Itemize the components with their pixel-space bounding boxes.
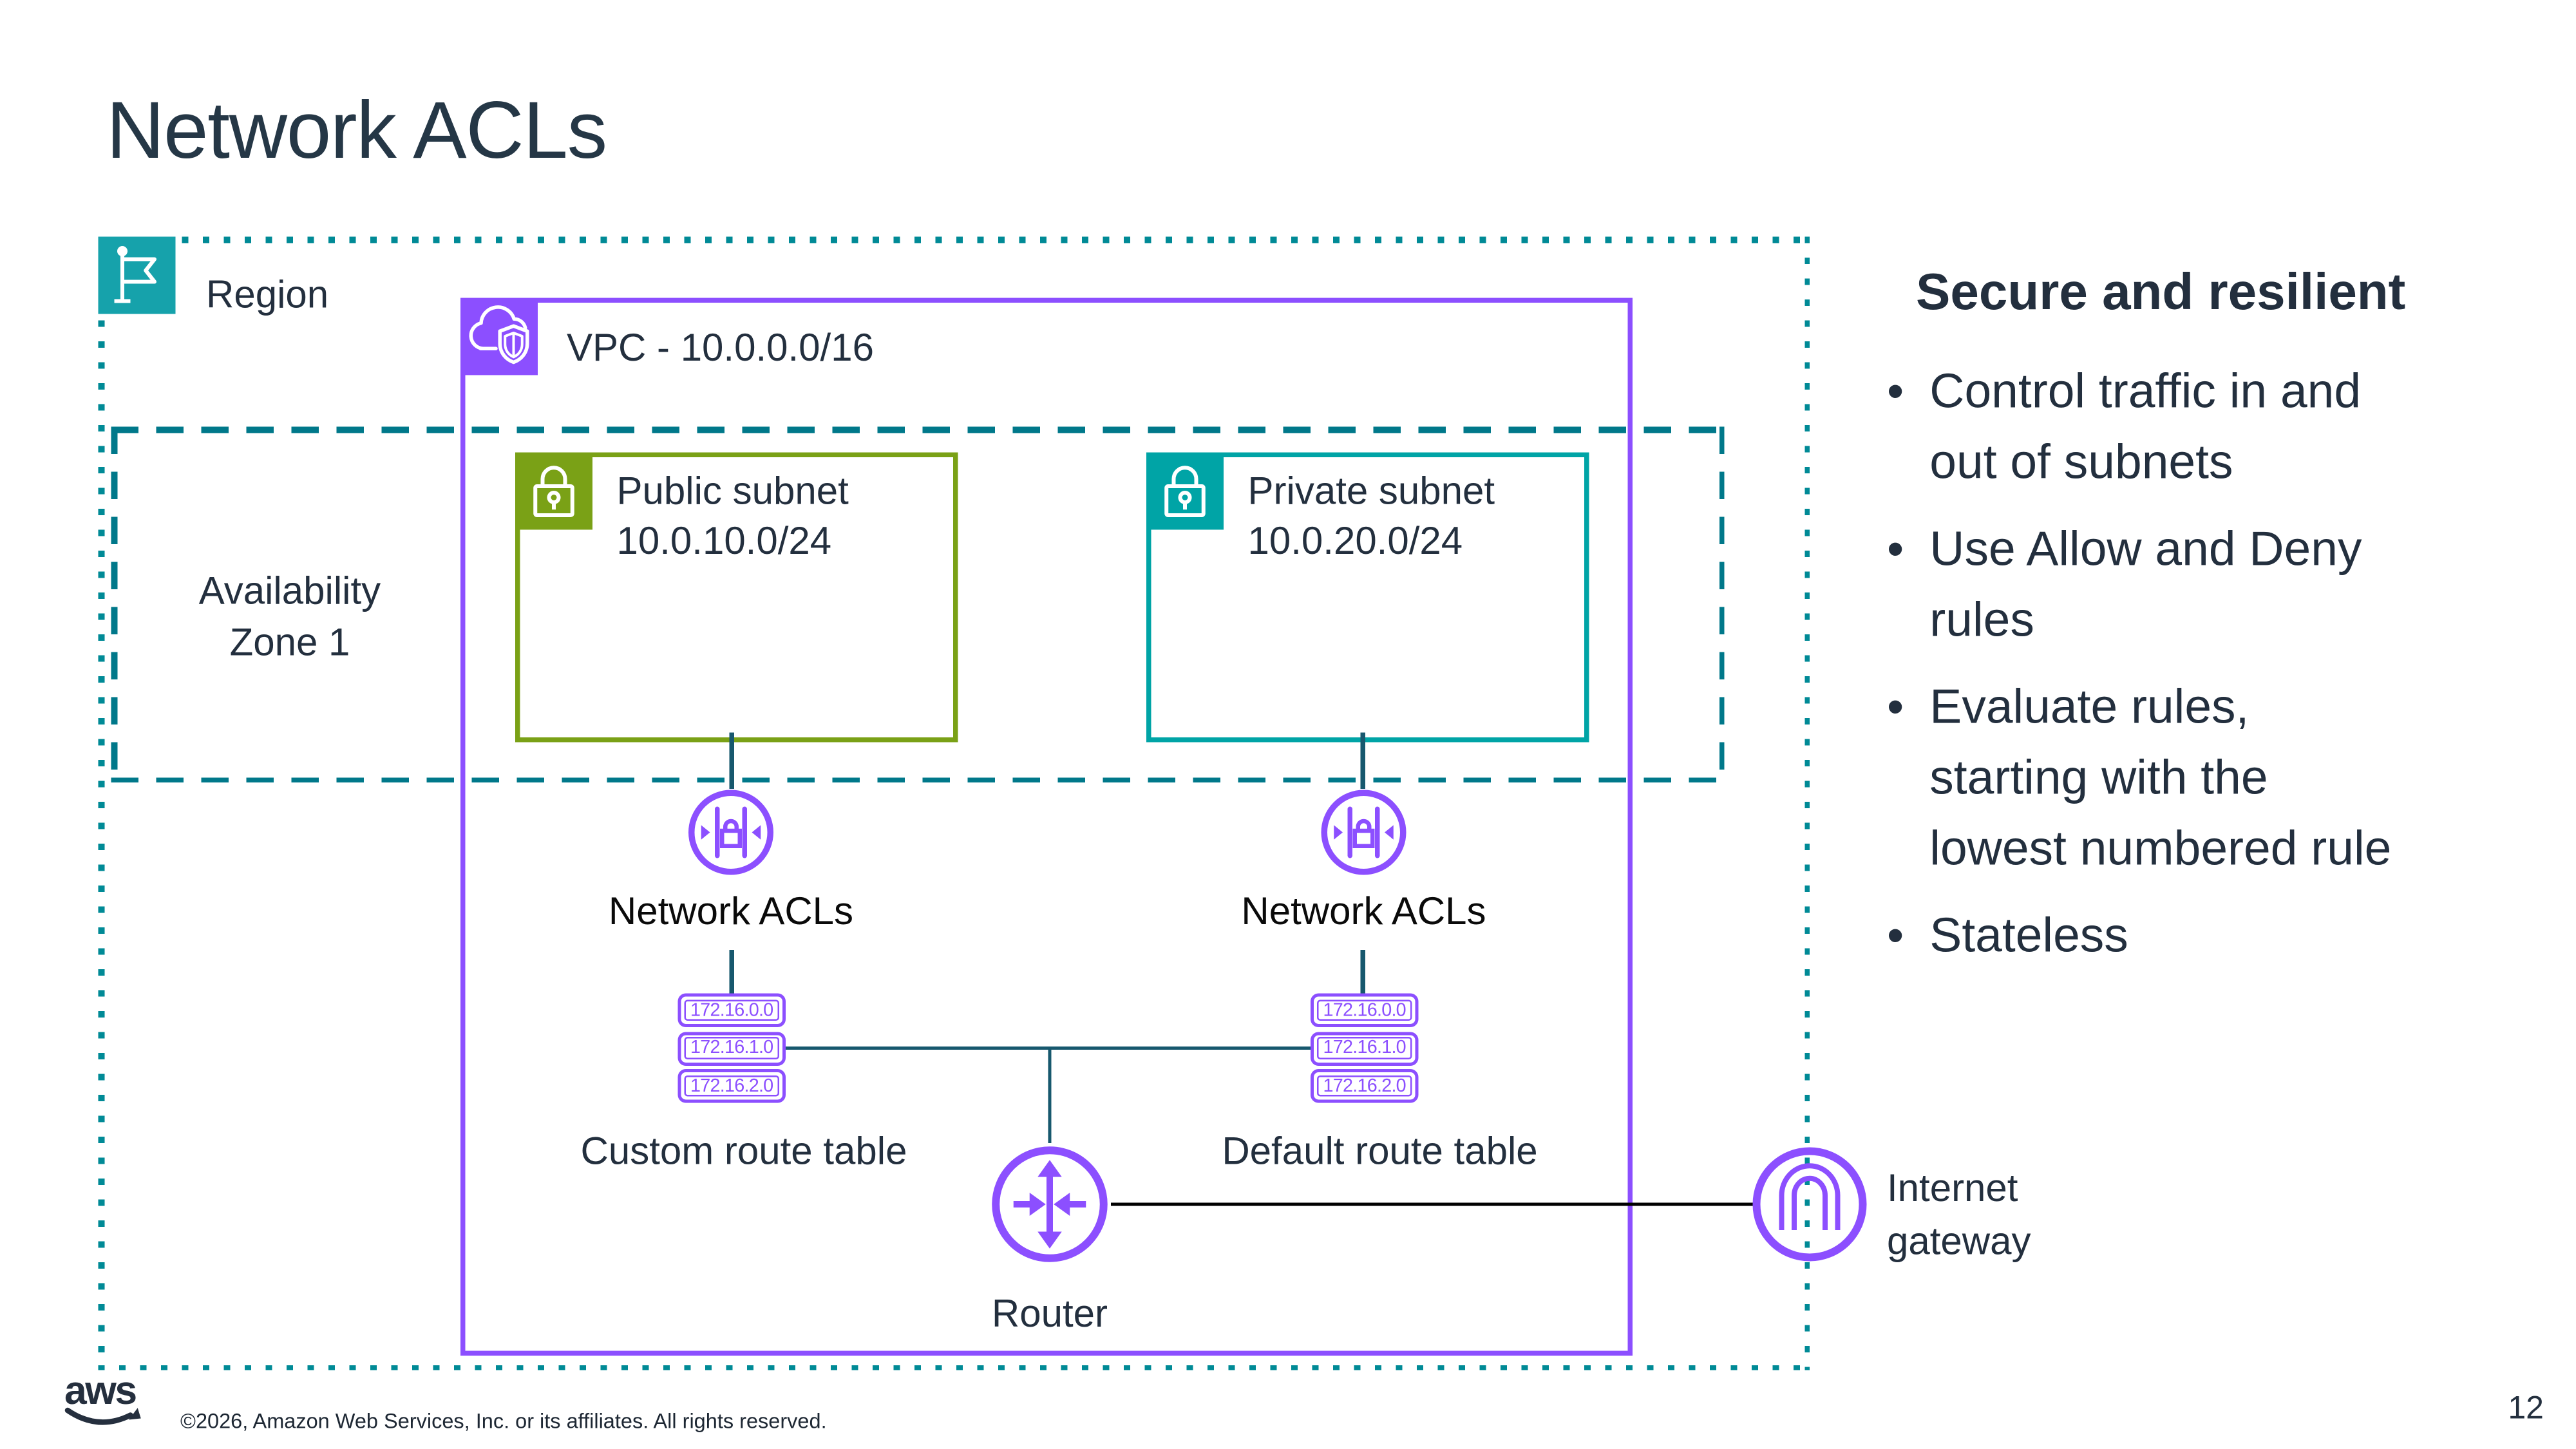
aws-logo: aws — [64, 1368, 148, 1443]
vpc-icon — [460, 298, 538, 375]
nacl-icon-right — [1320, 789, 1407, 884]
az-label: Availability Zone 1 — [198, 570, 381, 665]
connector-nacl-to-routes-left — [730, 950, 734, 994]
bullet-item: •Stateless — [1887, 909, 2128, 963]
region-border-top — [98, 236, 1810, 243]
private-subnet-label: Private subnet 10.0.20.0/24 — [1247, 470, 1495, 564]
route-entry-chip: 172.16.2.0 — [1311, 1069, 1419, 1103]
connector-bus-to-router — [1047, 1046, 1052, 1143]
router-label: Router — [991, 1293, 1108, 1337]
route-entry-chip: 172.16.0.0 — [677, 993, 786, 1027]
vpc-label: VPC - 10.0.0.0/16 — [567, 327, 874, 371]
private-subnet-lock-icon — [1146, 452, 1224, 530]
public-subnet-label: Public subnet 10.0.10.0/24 — [616, 470, 849, 564]
route-entry-chip: 172.16.1.0 — [677, 1031, 786, 1065]
public-subnet-lock-icon — [515, 452, 592, 530]
region-label: Region — [206, 274, 329, 317]
vpc-boundary — [460, 298, 1633, 1356]
az-border-bottom — [111, 777, 1725, 782]
custom-route-table-label: Custom route table — [580, 1130, 907, 1174]
route-entry-chip: 172.16.0.0 — [1311, 993, 1419, 1027]
connector-nacl-to-routes-right — [1361, 950, 1365, 994]
router-icon — [989, 1143, 1111, 1274]
nacl-icon-left — [688, 789, 775, 884]
region-border-right — [1804, 236, 1810, 1370]
connector-router-to-igw — [1111, 1202, 1754, 1207]
region-border-bottom — [98, 1364, 1810, 1370]
svg-text:aws: aws — [64, 1370, 136, 1414]
internet-gateway-label: Internet gateway — [1887, 1167, 2031, 1264]
route-entry-chip: 172.16.2.0 — [677, 1069, 786, 1103]
region-border-left — [98, 236, 104, 1370]
route-entry-chip: 172.16.1.0 — [1311, 1031, 1419, 1065]
connector-private-to-nacl — [1361, 732, 1365, 789]
default-route-table-entries: 172.16.0.0 172.16.1.0 172.16.2.0 — [1311, 993, 1419, 1107]
az-border-left — [111, 426, 117, 782]
az-border-right — [1718, 426, 1725, 782]
connector-public-to-nacl — [730, 732, 734, 789]
page-number: 12 — [2508, 1391, 2544, 1426]
region-flag-icon — [98, 236, 176, 314]
custom-route-table-entries: 172.16.0.0 172.16.1.0 172.16.2.0 — [677, 993, 786, 1107]
internet-gateway-icon — [1750, 1145, 1870, 1273]
page-title: Network ACLs — [106, 85, 607, 176]
az-border-top — [111, 426, 1725, 433]
nacl-label-left: Network ACLs — [608, 890, 854, 934]
nacl-label-right: Network ACLs — [1241, 890, 1486, 934]
panel-heading: Secure and resilient — [1916, 262, 2406, 321]
default-route-table-label: Default route table — [1222, 1130, 1538, 1174]
copyright-text: ©2026, Amazon Web Services, Inc. or its … — [180, 1408, 827, 1434]
